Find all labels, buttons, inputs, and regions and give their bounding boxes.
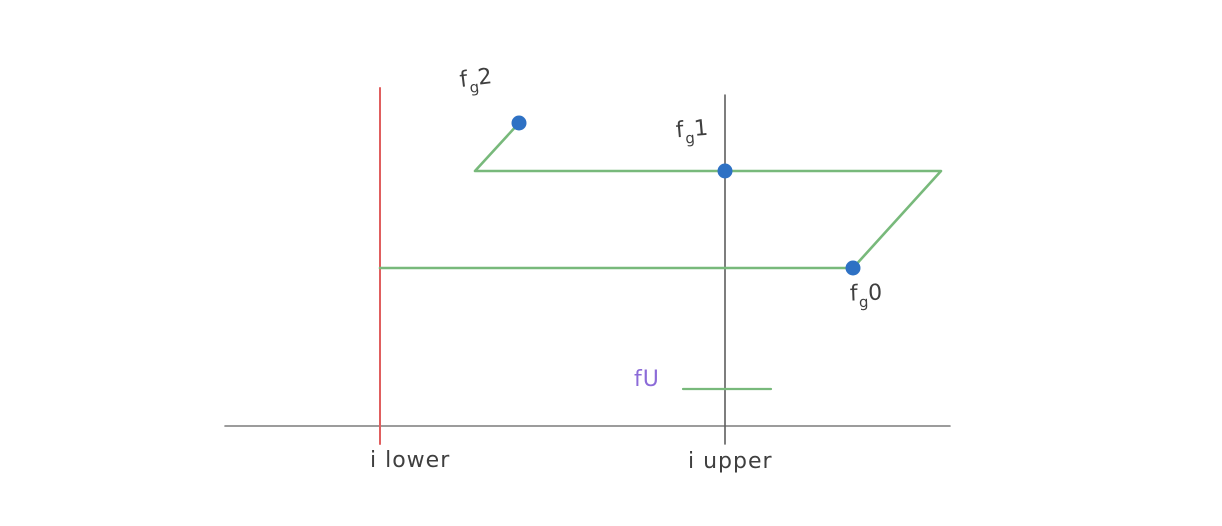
axis-label-i-lower: i lower xyxy=(370,448,451,473)
data-point-fg2 xyxy=(511,115,527,131)
data-point-fg1 xyxy=(717,163,733,179)
data-point-fg0 xyxy=(845,260,861,276)
label-fg0: fg0 xyxy=(849,280,884,312)
label-fg1: fg1 xyxy=(674,115,711,149)
label-fu: fU xyxy=(634,367,660,392)
iteration-curve xyxy=(378,121,943,270)
label-fg2: fg2 xyxy=(458,64,495,98)
axis-label-i-upper: i upper xyxy=(688,449,773,474)
